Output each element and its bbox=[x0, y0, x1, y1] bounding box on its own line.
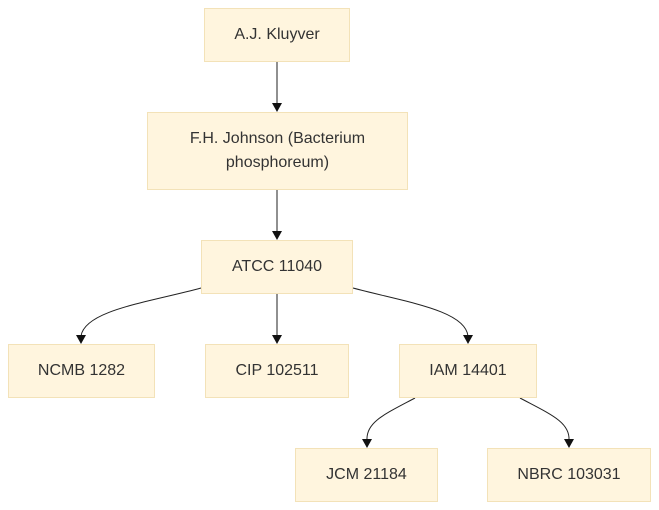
arrowhead-atcc bbox=[272, 231, 282, 240]
node-nbrc: NBRC 103031 bbox=[487, 448, 651, 502]
node-ncmb-label: NCMB 1282 bbox=[37, 362, 126, 379]
node-johnson: F.H. Johnson (Bacterium phosphoreum) bbox=[147, 112, 408, 190]
node-jcm-label: JCM 21184 bbox=[326, 466, 407, 483]
arrowhead-jcm bbox=[362, 439, 372, 448]
node-kluyver-label: A.J. Kluyver bbox=[234, 26, 320, 43]
node-iam: IAM 14401 bbox=[399, 344, 537, 398]
node-johnson-label: F.H. Johnson (Bacterium phosphoreum) bbox=[189, 130, 366, 171]
node-cip: CIP 102511 bbox=[205, 344, 349, 398]
edge-atcc-iam bbox=[352, 287, 469, 337]
node-nbrc-label: NBRC 103031 bbox=[517, 466, 621, 483]
arrowhead-cip bbox=[272, 335, 282, 344]
arrowhead-nbrc bbox=[564, 439, 574, 448]
node-cip-label: CIP 102511 bbox=[235, 362, 319, 379]
node-iam-label: IAM 14401 bbox=[429, 362, 507, 379]
node-jcm: JCM 21184 bbox=[295, 448, 438, 502]
node-atcc: ATCC 11040 bbox=[201, 240, 353, 294]
arrowhead-iam bbox=[463, 335, 473, 344]
edge-iam-jcm bbox=[366, 397, 416, 441]
node-ncmb: NCMB 1282 bbox=[8, 344, 155, 398]
edge-iam-nbrc bbox=[519, 397, 570, 441]
edge-atcc-ncmb bbox=[80, 287, 202, 337]
node-kluyver: A.J. Kluyver bbox=[204, 8, 350, 62]
node-atcc-label: ATCC 11040 bbox=[231, 258, 323, 275]
arrowhead-ncmb bbox=[76, 335, 86, 344]
arrowhead-johnson bbox=[272, 103, 282, 112]
